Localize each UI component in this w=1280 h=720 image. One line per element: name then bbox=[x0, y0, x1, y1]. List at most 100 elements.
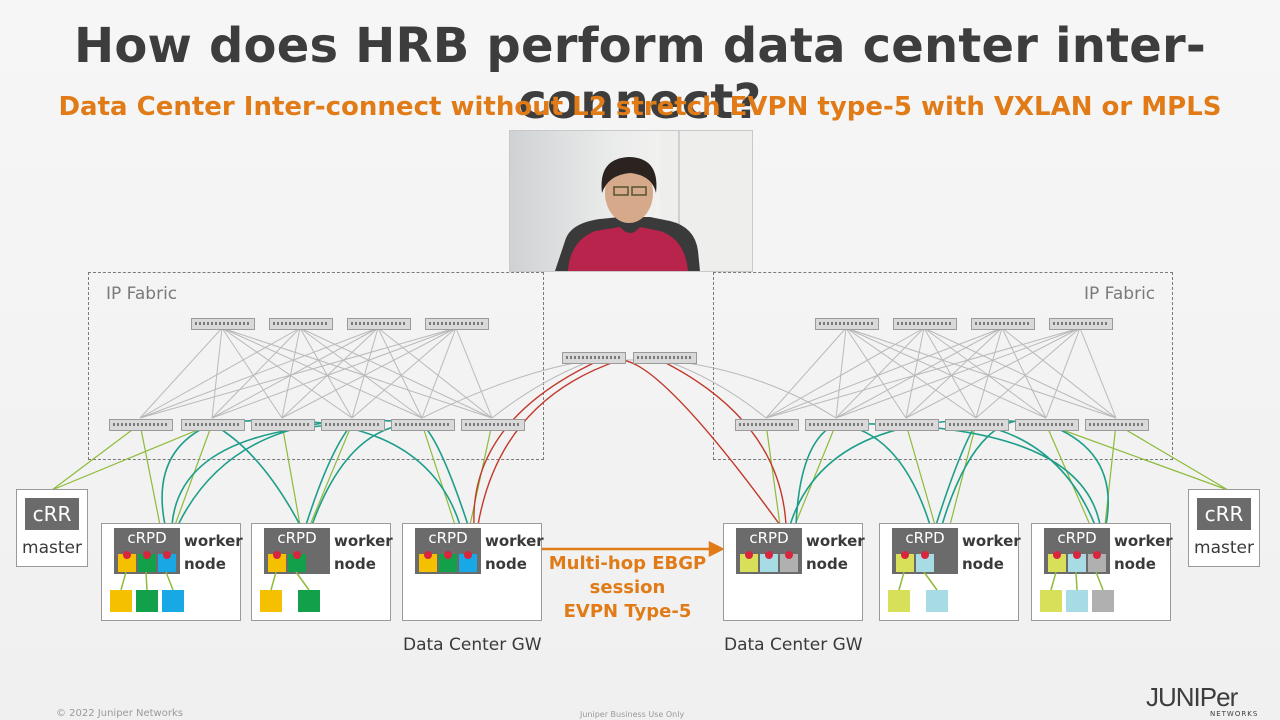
worker-label-line1: worker bbox=[334, 532, 393, 550]
presenter-silhouette bbox=[555, 131, 752, 271]
juniper-logo: JUNIPer bbox=[1146, 682, 1238, 712]
interface-dot bbox=[444, 551, 452, 559]
slide-subtitle: Data Center Inter-connect without L2 str… bbox=[58, 92, 1222, 122]
worker-node-gateway: cRPD worker node bbox=[402, 523, 544, 621]
container bbox=[162, 590, 184, 612]
pod bbox=[1068, 554, 1086, 572]
spine-switch bbox=[971, 318, 1035, 330]
crpd-label: cRPD bbox=[127, 529, 167, 547]
container bbox=[260, 590, 282, 612]
pod bbox=[439, 554, 457, 572]
interface-dot bbox=[765, 551, 773, 559]
spine-switch bbox=[1049, 318, 1113, 330]
ebgp-session-label: Multi-hop EBGP session EVPN Type-5 bbox=[545, 552, 710, 624]
crpd-label: cRPD bbox=[277, 529, 317, 547]
presenter-video bbox=[509, 130, 753, 272]
leaf-switch bbox=[109, 419, 173, 431]
worker-node: cRPD worker node bbox=[1031, 523, 1173, 621]
crpd-label: cRPD bbox=[905, 529, 945, 547]
worker-label-line1: worker bbox=[1114, 532, 1173, 550]
worker-label-line2: node bbox=[334, 555, 376, 573]
worker-node: cRPD worker node bbox=[251, 523, 393, 621]
ip-fabric-right-box bbox=[713, 272, 1173, 460]
data-center-gw-left-label: Data Center GW bbox=[403, 635, 542, 655]
spine-switch bbox=[191, 318, 255, 330]
core-switch bbox=[633, 352, 697, 364]
worker-node-label: worker node bbox=[334, 530, 393, 576]
crpd-label: cRPD bbox=[1057, 529, 1097, 547]
pod bbox=[158, 554, 176, 572]
worker-label-line2: node bbox=[1114, 555, 1156, 573]
worker-label-line2: node bbox=[485, 555, 527, 573]
pod bbox=[760, 554, 778, 572]
core-switch bbox=[562, 352, 626, 364]
pod bbox=[780, 554, 798, 572]
pod bbox=[118, 554, 136, 572]
pod bbox=[1048, 554, 1066, 572]
pod bbox=[288, 554, 306, 572]
ip-fabric-left-box bbox=[88, 272, 544, 460]
interface-dot bbox=[293, 551, 301, 559]
spine-switch bbox=[815, 318, 879, 330]
container bbox=[1040, 590, 1062, 612]
worker-label-line1: worker bbox=[806, 532, 865, 550]
crr-master-label: master bbox=[22, 538, 82, 558]
container bbox=[136, 590, 158, 612]
leaf-switch bbox=[461, 419, 525, 431]
leaf-switch bbox=[805, 419, 869, 431]
worker-label-line1: worker bbox=[485, 532, 544, 550]
interface-dot bbox=[785, 551, 793, 559]
ebgp-line1: Multi-hop EBGP bbox=[548, 553, 707, 574]
container bbox=[1092, 590, 1114, 612]
spine-switch bbox=[893, 318, 957, 330]
crpd-label: cRPD bbox=[428, 529, 468, 547]
juniper-logo-subtext: NETWORKS bbox=[1210, 710, 1259, 718]
ebgp-line3: EVPN Type-5 bbox=[563, 601, 692, 622]
container bbox=[1066, 590, 1088, 612]
footer-copyright: © 2022 Juniper Networks bbox=[56, 708, 183, 719]
leaf-switch bbox=[735, 419, 799, 431]
leaf-switch bbox=[251, 419, 315, 431]
leaf-switch bbox=[945, 419, 1009, 431]
pod bbox=[916, 554, 934, 572]
pod bbox=[740, 554, 758, 572]
container bbox=[110, 590, 132, 612]
interface-dot bbox=[921, 551, 929, 559]
leaf-switch bbox=[1085, 419, 1149, 431]
data-center-gw-right-label: Data Center GW bbox=[724, 635, 863, 655]
crr-master-left: cRR master bbox=[16, 489, 88, 567]
interface-dot bbox=[273, 551, 281, 559]
worker-label-line2: node bbox=[806, 555, 848, 573]
container bbox=[926, 590, 948, 612]
ip-fabric-left-label: IP Fabric bbox=[106, 284, 178, 304]
worker-node-label: worker node bbox=[485, 530, 544, 576]
crr-master-right: cRR master bbox=[1188, 489, 1260, 567]
footer-classification: Juniper Business Use Only bbox=[580, 710, 685, 719]
pod bbox=[459, 554, 477, 572]
leaf-switch bbox=[875, 419, 939, 431]
worker-label-line2: node bbox=[962, 555, 1004, 573]
leaf-switch bbox=[391, 419, 455, 431]
container bbox=[298, 590, 320, 612]
worker-node: cRPD worker node bbox=[879, 523, 1021, 621]
crr-label: cRR bbox=[1197, 498, 1251, 530]
pod bbox=[419, 554, 437, 572]
spine-switch bbox=[269, 318, 333, 330]
crpd-label: cRPD bbox=[749, 529, 789, 547]
container bbox=[888, 590, 910, 612]
leaf-switch bbox=[321, 419, 385, 431]
interface-dot bbox=[464, 551, 472, 559]
interface-dot bbox=[745, 551, 753, 559]
ip-fabric-right-label: IP Fabric bbox=[1084, 284, 1156, 304]
interface-dot bbox=[424, 551, 432, 559]
crr-label: cRR bbox=[25, 498, 79, 530]
worker-node-label: worker node bbox=[1114, 530, 1173, 576]
worker-label-line1: worker bbox=[962, 532, 1021, 550]
spine-switch bbox=[425, 318, 489, 330]
interface-dot bbox=[1053, 551, 1061, 559]
interface-dot bbox=[123, 551, 131, 559]
worker-label-line1: worker bbox=[184, 532, 243, 550]
leaf-switch bbox=[181, 419, 245, 431]
